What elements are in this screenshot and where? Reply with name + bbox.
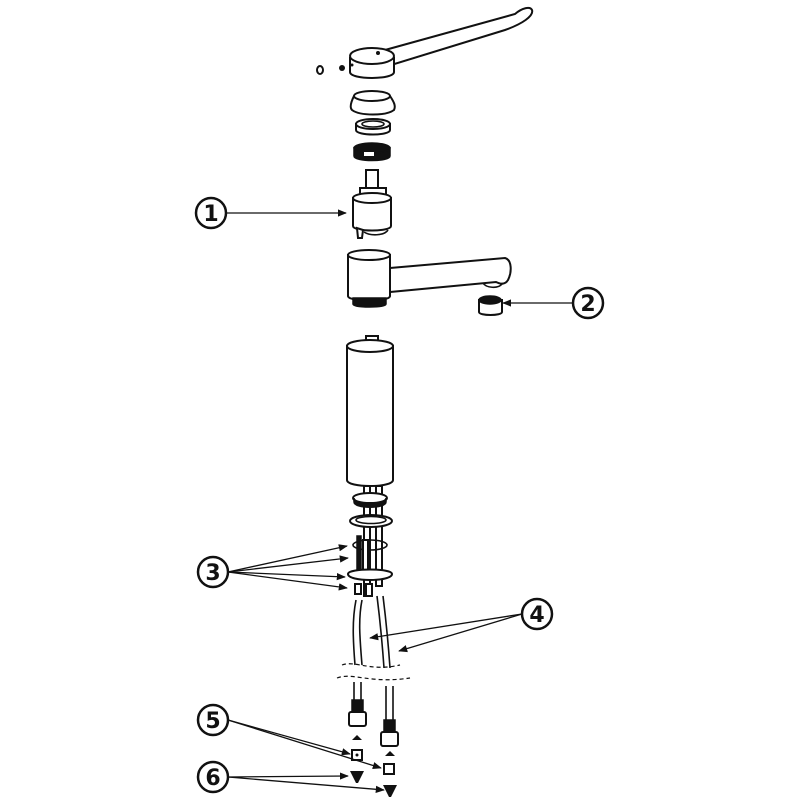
fixing-bracket bbox=[346, 568, 394, 597]
callout-label: 1 bbox=[203, 202, 218, 227]
o-ring bbox=[352, 492, 388, 508]
body-tube bbox=[346, 335, 394, 487]
fixing-ring bbox=[352, 539, 388, 551]
callout-label: 5 bbox=[205, 709, 220, 734]
leader-lines bbox=[226, 209, 573, 793]
callout-6: 6 bbox=[196, 760, 230, 794]
hose-nut-left bbox=[348, 699, 367, 727]
callout-1: 1 bbox=[194, 196, 228, 230]
callout-label: 4 bbox=[529, 603, 544, 628]
hose-nut-right bbox=[380, 719, 399, 747]
cartridge-nut bbox=[353, 142, 391, 162]
callout-label: 2 bbox=[580, 292, 595, 317]
aerator bbox=[478, 295, 503, 316]
callout-4: 4 bbox=[520, 597, 554, 631]
callout-2: 2 bbox=[571, 286, 605, 320]
callout-label: 3 bbox=[205, 561, 220, 586]
callout-5: 5 bbox=[196, 703, 230, 737]
spout-body bbox=[347, 249, 512, 308]
fixing-studs bbox=[356, 535, 369, 573]
grub-screws bbox=[316, 65, 345, 75]
callout-label: 6 bbox=[205, 766, 220, 791]
callout-3: 3 bbox=[196, 555, 230, 589]
dome-cap bbox=[349, 90, 396, 116]
washer bbox=[349, 514, 393, 528]
flexible-hoses bbox=[336, 595, 411, 725]
retaining-ring bbox=[355, 118, 391, 136]
lever-handle bbox=[349, 6, 534, 79]
cartridge bbox=[352, 169, 392, 239]
seals bbox=[352, 735, 395, 756]
flow-restrictors bbox=[350, 771, 397, 797]
